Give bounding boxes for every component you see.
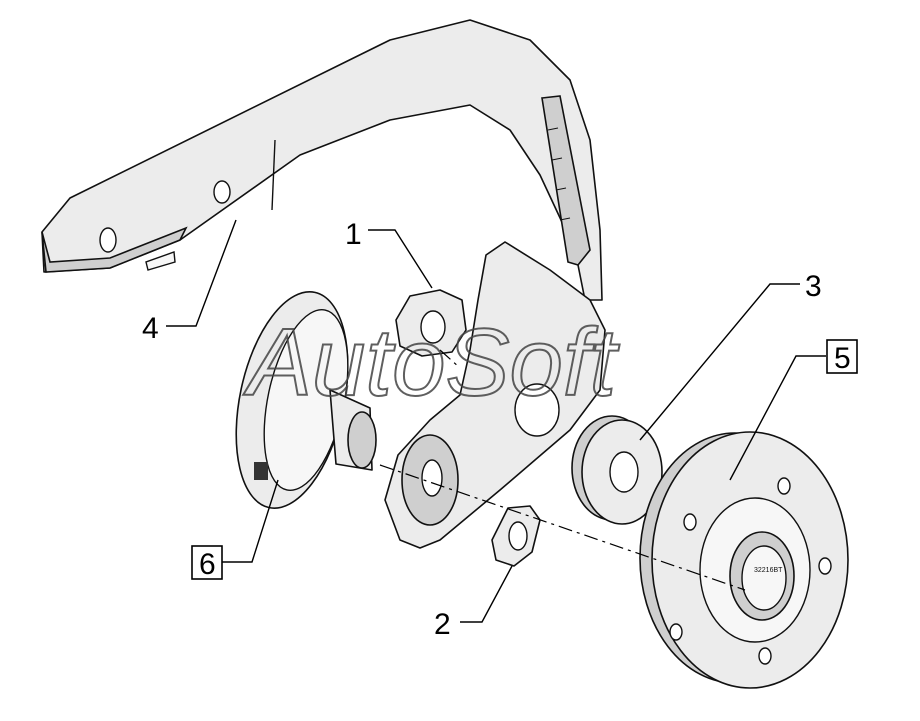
assembly-axis-lower <box>379 464 746 591</box>
part-2-nut <box>491 505 541 567</box>
leader-1 <box>368 229 433 289</box>
leader-3 <box>639 283 800 441</box>
part-4-lower-bracket <box>384 241 606 549</box>
part-1-nut <box>395 289 467 357</box>
leader-6 <box>222 479 279 563</box>
leader-2 <box>460 565 513 623</box>
part-6-flange-stud <box>235 291 377 509</box>
callout-6-box <box>191 545 223 580</box>
callout-3: 3 <box>805 270 822 303</box>
watermark: AutoSoft <box>243 309 620 416</box>
assembly-axis-upper <box>439 349 461 369</box>
leader-4 <box>166 219 237 327</box>
callout-2: 2 <box>434 608 451 641</box>
part-5-hub: 32216BT <box>639 431 849 689</box>
hub-marking: 32216BT <box>754 567 783 574</box>
callout-5: 5 <box>834 342 851 375</box>
part-4-arm <box>41 19 603 301</box>
callout-5-box <box>826 339 858 374</box>
part-3-spacer <box>571 415 663 525</box>
callout-4: 4 <box>142 312 159 345</box>
leader-5 <box>729 355 826 481</box>
callout-1: 1 <box>345 218 362 251</box>
callout-6: 6 <box>199 548 216 581</box>
